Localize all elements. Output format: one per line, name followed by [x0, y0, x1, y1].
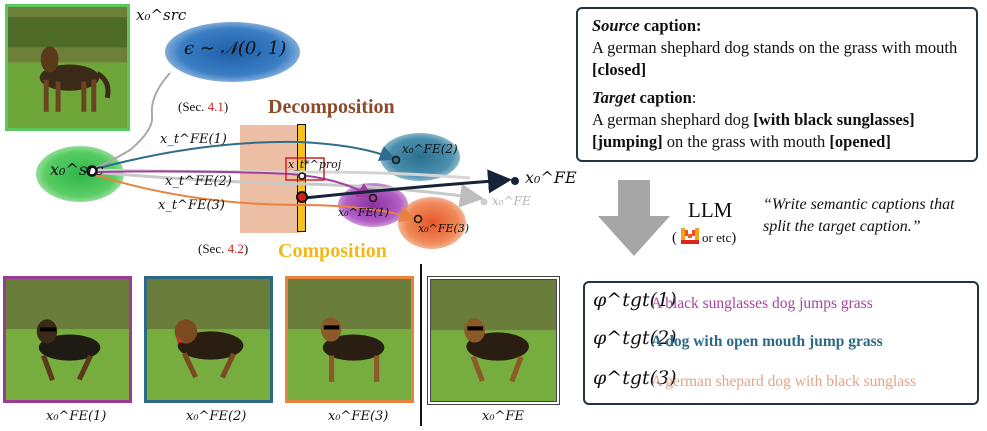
- x0-src-mid-label: x₀^src: [50, 160, 104, 179]
- thumb-fe: [427, 276, 560, 405]
- thumb-fe3-label: x₀^FE(3): [328, 409, 389, 424]
- prompt-2-text: A dog with open mouth jump grass: [651, 333, 883, 350]
- x0-fe-label: x₀^FE: [525, 168, 577, 187]
- prompt-1-symbol: φ^tgt(1): [593, 289, 677, 311]
- noise-path: [94, 72, 171, 169]
- llm-instruction: “Write semantic captions that split the …: [763, 196, 955, 235]
- prompt-1-text: A black sunglasses dog jumps grass: [651, 295, 873, 312]
- down-arrow-icon: [598, 180, 670, 256]
- thumb-fe3: [285, 276, 414, 403]
- decomposition-title: Decomposition: [268, 96, 395, 118]
- epsilon-label: ϵ ∼ 𝒩(0, 1): [184, 38, 287, 59]
- model-logo-icon: [680, 228, 699, 244]
- thumb-fe-label: x₀^FE: [482, 409, 524, 424]
- prompt-2-symbol: φ^tgt(2): [593, 327, 677, 349]
- llm-models: ( or etc): [672, 228, 737, 246]
- target-caption-label: Target caption:: [592, 88, 697, 107]
- prompt-row-3: φ^tgt(3) A german shepard dog with black…: [585, 367, 977, 397]
- trajectory-paths: [86, 72, 519, 224]
- prompt-3-symbol: φ^tgt(3): [593, 367, 677, 389]
- thumb-fe2: [144, 276, 273, 403]
- prompt-row-1: φ^tgt(1) A black sunglasses dog jumps gr…: [585, 289, 977, 319]
- composition-title: Composition: [278, 240, 387, 262]
- x0-fe1-label: x₀^FE(1): [338, 206, 390, 219]
- sec42-label: (Sec. 4.2): [198, 241, 249, 256]
- source-caption-label: Source caption:: [592, 16, 702, 35]
- path-fe1: [91, 170, 374, 199]
- sec42-number: 4.2: [227, 241, 244, 256]
- target-caption-text: A german shephard dog [with black sungla…: [592, 110, 915, 151]
- fe3-blob: [398, 197, 466, 249]
- xt-fe1-label: x_t^FE(1): [160, 132, 227, 147]
- x0-fe2-label: x₀^FE(2): [402, 142, 458, 156]
- prompt-row-2: φ^tgt(2) A dog with open mouth jump gras…: [585, 327, 977, 357]
- xt-fe3-label: x_t^FE(3): [158, 198, 225, 213]
- path-fe3: [91, 173, 416, 223]
- caption-box: Source caption: A german shephard dog st…: [576, 7, 978, 162]
- path-fe2: [91, 140, 396, 171]
- path-fe: [303, 169, 512, 200]
- thumb-fe1: [3, 276, 132, 403]
- x0-fe3-label: x₀^FE(3): [418, 222, 470, 235]
- x0-fe-ghost-label: x₀^FE: [492, 194, 531, 208]
- xt-fe2-label: x_t^FE(2): [165, 174, 232, 189]
- sec41-number: 4.1: [207, 99, 224, 114]
- source-caption-text: A german shephard dog stands on the gras…: [592, 38, 958, 79]
- thumb-fe1-label: x₀^FE(1): [46, 409, 107, 424]
- xt-proj-label: x_t*^proj: [288, 158, 342, 171]
- sec41-label: (Sec. 4.1): [178, 99, 229, 114]
- separator-line: [420, 264, 422, 426]
- prompt-box: φ^tgt(1) A black sunglasses dog jumps gr…: [583, 281, 979, 405]
- noise-blob: [165, 22, 300, 82]
- x0-src-label-top: x₀^src: [136, 6, 187, 24]
- source-image: [5, 4, 130, 131]
- thumb-fe2-label: x₀^FE(2): [186, 409, 247, 424]
- prompt-3-text: A german shepard dog with black sunglass: [651, 373, 917, 390]
- llm-title: LLM: [688, 198, 733, 222]
